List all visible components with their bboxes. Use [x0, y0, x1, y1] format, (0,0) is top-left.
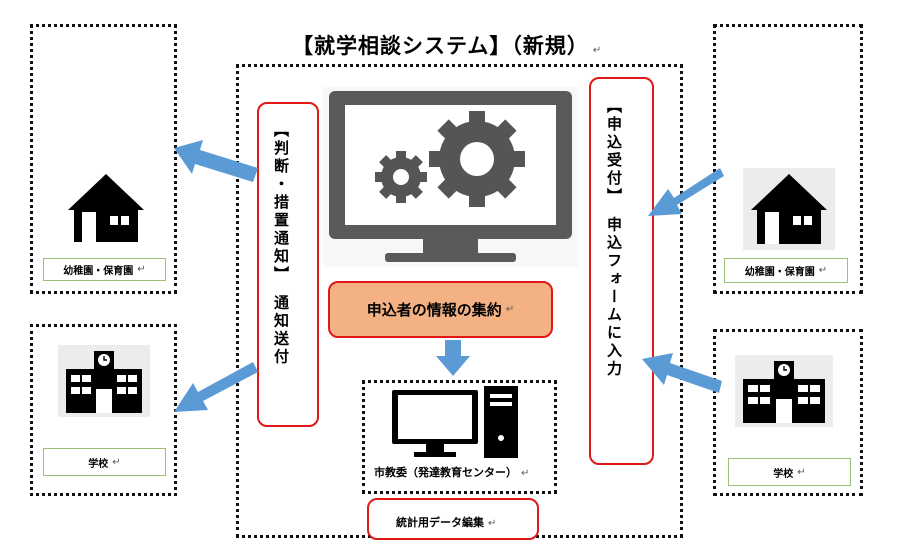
monitor-gears-icon — [323, 87, 578, 267]
computer-icon — [392, 386, 518, 458]
left-top-box — [30, 24, 177, 294]
arrow-from-right-top — [648, 168, 724, 216]
pc-label: 市教委（発達教育センター）↵ — [374, 466, 530, 479]
school-icon — [58, 345, 150, 417]
arrow-to-left-top — [174, 140, 258, 182]
right-bottom-box — [713, 329, 863, 496]
arrow-from-right-bottom — [642, 353, 722, 393]
application-text: 【申込受付】 申込フォームに入力 — [605, 98, 623, 379]
right-top-label: 幼稚園・保育園↵ — [724, 258, 848, 283]
notice-text: 【判断・措置通知】 通知送付 — [272, 122, 290, 367]
arrow-to-left-bottom — [174, 362, 258, 412]
left-top-label: 幼稚園・保育園↵ — [43, 258, 166, 281]
right-bottom-label: 学校↵ — [728, 458, 851, 486]
left-bottom-label: 学校↵ — [43, 448, 166, 476]
diagram-title: 【就学相談システム】（新規）↵ — [292, 34, 603, 58]
house-icon — [743, 168, 835, 250]
stats-box — [367, 498, 539, 540]
down-arrow — [436, 340, 470, 376]
info-aggregation-box: 申込者の情報の集約↵ — [328, 281, 553, 338]
notice-box — [257, 102, 319, 427]
right-top-box — [713, 24, 863, 294]
school-icon — [735, 355, 833, 427]
house-icon — [60, 170, 152, 246]
stats-label: 統計用データ編集↵ — [396, 516, 497, 529]
application-box — [589, 77, 654, 465]
pc-box — [362, 380, 557, 494]
